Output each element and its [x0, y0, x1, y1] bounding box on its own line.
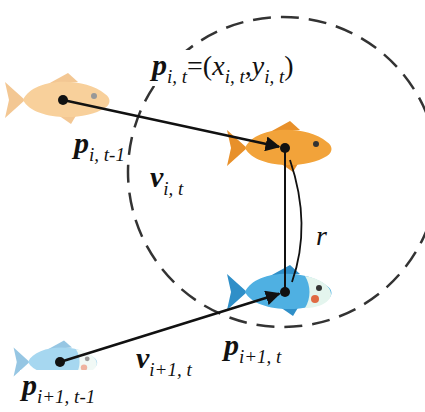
- operator: ,: [245, 50, 252, 81]
- symbol: r: [316, 220, 327, 251]
- position-label: pi, t-1: [72, 128, 127, 164]
- subscript: i, t: [264, 66, 284, 87]
- velocity-label: vi, t: [148, 162, 185, 198]
- subscript: i, t-1: [89, 144, 125, 165]
- subscript: i, t: [225, 66, 245, 87]
- position-dot: [55, 357, 65, 367]
- position-formula: pi, t=(xi, t,yi, t): [150, 50, 296, 86]
- operator: =(: [187, 50, 212, 81]
- current-blue-fish: [227, 265, 332, 316]
- symbol: p: [22, 368, 37, 401]
- velocity-label: vi+1, t: [134, 343, 194, 379]
- symbol: x: [212, 50, 224, 81]
- symbol: v: [136, 341, 149, 374]
- radius-label: r: [314, 222, 329, 250]
- subscript: i+1, t-1: [37, 386, 95, 407]
- subscript: i+1, t: [239, 346, 281, 367]
- position-dot: [280, 143, 290, 153]
- subscript: i, t: [163, 178, 183, 199]
- symbol: p: [74, 126, 89, 159]
- position-label: pi+1, t-1: [20, 370, 97, 406]
- radius-arc: [290, 160, 302, 282]
- position-dot: [280, 287, 290, 297]
- symbol: p: [152, 48, 167, 81]
- operator: ): [284, 50, 293, 81]
- symbol: y: [252, 50, 264, 81]
- subscript: i, t: [167, 66, 187, 87]
- subscript: i+1, t: [149, 359, 191, 380]
- neighbor-radius-circle: [128, 17, 425, 327]
- current-orange-fish: [227, 121, 332, 172]
- position-label: pi+1, t: [222, 330, 283, 366]
- distance-line: [284, 148, 286, 292]
- symbol: p: [224, 328, 239, 361]
- symbol: v: [150, 160, 163, 193]
- previous-orange-fish: [5, 73, 110, 124]
- position-dot: [58, 95, 68, 105]
